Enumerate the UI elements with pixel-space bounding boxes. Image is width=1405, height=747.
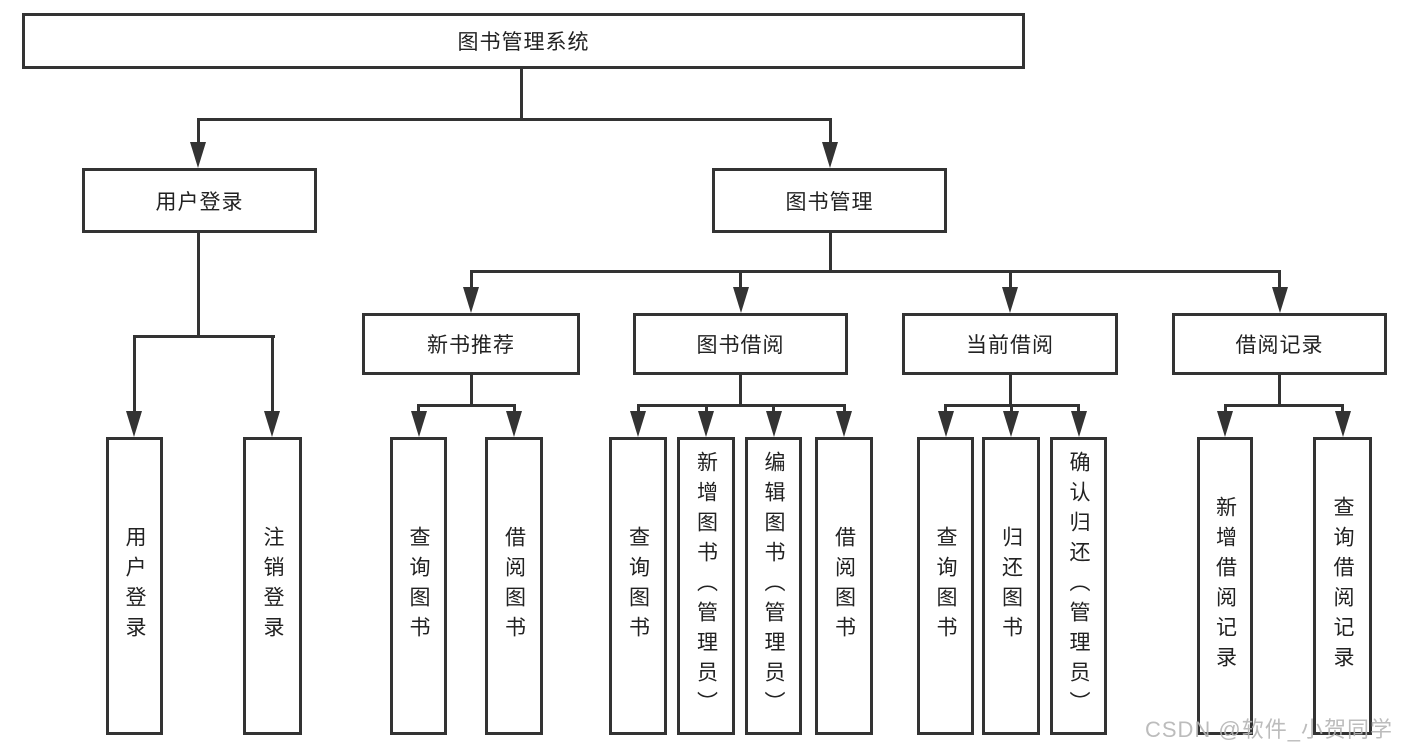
leaf-label: 查询图书 (407, 526, 430, 646)
arrow-down-icon (1003, 411, 1019, 437)
arrow-down-icon (630, 411, 646, 437)
arrow-down-icon (937, 411, 954, 437)
leaf-label: 新增图书（管理员） (694, 451, 718, 721)
leaf-user-login: 用户登录 (106, 437, 163, 735)
leaf-borrow-books-recommend: 借阅图书 (485, 437, 543, 735)
arrow-down-icon (1334, 411, 1351, 437)
connector-vline (469, 270, 473, 292)
arrow-down-icon (698, 411, 714, 437)
leaf-label: 查询借阅记录 (1331, 496, 1354, 676)
leaf-add-books-admin: 新增图书（管理员） (677, 437, 735, 735)
connector-vline (1077, 404, 1080, 414)
connector-vline (1278, 270, 1281, 292)
arrow-down-icon (765, 411, 782, 437)
arrow-down-icon (190, 142, 206, 168)
connector-vline (828, 118, 832, 148)
watermark-text: CSDN @软件_小贺同学 (1144, 717, 1393, 742)
connector-vline (739, 375, 742, 407)
node-borrow-records: 借阅记录 (1172, 313, 1387, 375)
arrow-down-icon (732, 287, 749, 313)
connector-vline (520, 69, 523, 121)
leaf-edit-books-admin: 编辑图书（管理员） (745, 437, 802, 735)
connector-vline (1278, 375, 1281, 407)
arrow-down-icon (1070, 411, 1087, 437)
connector-hline (196, 118, 832, 121)
connector-vline (132, 335, 136, 415)
connector-vline (739, 270, 742, 292)
connector-hline (469, 270, 1281, 273)
connector-hline (1223, 404, 1344, 407)
arrow-down-icon (410, 411, 427, 437)
connector-vline (1223, 404, 1227, 414)
leaf-query-borrow-record: 查询借阅记录 (1313, 437, 1372, 735)
node-root: 图书管理系统 (22, 13, 1025, 69)
leaf-query-books-recommend: 查询图书 (390, 437, 447, 735)
connector-vline (469, 375, 473, 407)
arrow-down-icon (264, 411, 280, 437)
connector-vline (1008, 270, 1012, 292)
node-book-management: 图书管理 (712, 168, 947, 233)
leaf-label: 查询图书 (626, 526, 650, 646)
leaf-return-books: 归还图书 (982, 437, 1040, 735)
node-user-login: 用户登录 (82, 168, 317, 233)
connector-vline (944, 404, 947, 414)
connector-hline (132, 335, 275, 338)
leaf-borrow-books: 借阅图书 (815, 437, 873, 735)
leaf-label: 归还图书 (999, 526, 1023, 646)
connector-vline (1009, 404, 1013, 414)
arrow-down-icon (506, 411, 522, 437)
arrow-down-icon (463, 287, 479, 313)
connector-hline (417, 404, 516, 407)
leaf-query-books-current: 查询图书 (917, 437, 974, 735)
connector-vline (1341, 404, 1344, 414)
leaf-label: 用户登录 (123, 526, 146, 646)
node-book-borrow: 图书借阅 (633, 313, 848, 375)
connector-vline (1008, 375, 1012, 407)
leaf-query-books-borrow: 查询图书 (609, 437, 667, 735)
arrow-down-icon (1217, 411, 1233, 437)
connector-vline (270, 335, 274, 415)
connector-vline (842, 404, 846, 414)
node-current-borrow: 当前借阅 (902, 313, 1118, 375)
connector-vline (704, 404, 708, 414)
leaf-label: 新增借阅记录 (1213, 496, 1237, 676)
leaf-confirm-return-admin: 确认归还（管理员） (1050, 437, 1107, 735)
leaf-label: 注销登录 (261, 526, 284, 646)
connector-vline (196, 233, 200, 338)
arrow-down-icon (1271, 287, 1288, 313)
connector-vline (196, 118, 200, 148)
leaf-logout: 注销登录 (243, 437, 302, 735)
arrow-down-icon (836, 411, 852, 437)
leaf-label: 借阅图书 (502, 526, 526, 646)
arrow-down-icon (126, 411, 142, 437)
leaf-label: 确认归还（管理员） (1067, 451, 1090, 721)
leaf-label: 借阅图书 (832, 526, 856, 646)
arrow-down-icon (822, 142, 838, 168)
connector-vline (772, 404, 775, 414)
node-new-book-recommend: 新书推荐 (362, 313, 580, 375)
leaf-add-borrow-record: 新增借阅记录 (1197, 437, 1253, 735)
arrow-down-icon (1002, 287, 1018, 313)
connector-vline (828, 233, 832, 273)
connector-vline (636, 404, 640, 414)
connector-vline (417, 404, 420, 414)
leaf-label: 编辑图书（管理员） (762, 451, 785, 721)
connector-hline (636, 404, 846, 407)
connector-vline (512, 404, 516, 414)
leaf-label: 查询图书 (934, 526, 957, 646)
